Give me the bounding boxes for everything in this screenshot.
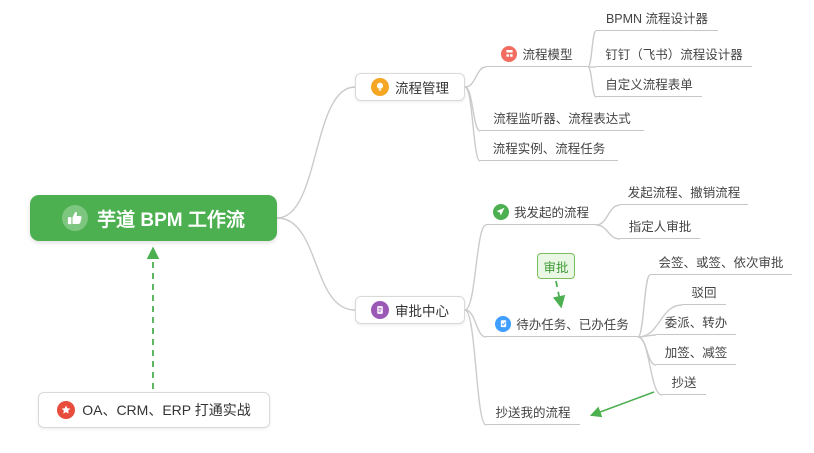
node-practice-note[interactable]: OA、CRM、ERP 打通实战 bbox=[38, 392, 270, 428]
approval-to-todo-arrow bbox=[552, 280, 566, 309]
node-root[interactable]: 芋道 BPM 工作流 bbox=[30, 195, 277, 241]
clipboard-check-icon bbox=[495, 315, 512, 332]
node-dingtalk-designer[interactable]: 钉钉（飞书）流程设计器 bbox=[596, 41, 752, 67]
node-instance-task[interactable]: 流程实例、流程任务 bbox=[480, 135, 618, 161]
node-process-model[interactable]: 流程模型 bbox=[486, 41, 588, 67]
node-process-management[interactable]: 流程管理 bbox=[355, 73, 465, 101]
node-label: 自定义流程表单 bbox=[605, 78, 693, 92]
node-label: 指定人审批 bbox=[628, 220, 692, 234]
bulb-icon bbox=[371, 78, 389, 96]
node-approval-center[interactable]: 审批中心 bbox=[355, 296, 465, 324]
approval-badge[interactable]: 审批 bbox=[537, 253, 575, 279]
node-reject[interactable]: 驳回 bbox=[682, 279, 726, 305]
node-label: 委派、转办 bbox=[664, 316, 728, 330]
model-icon bbox=[501, 45, 518, 62]
node-bpmn-designer[interactable]: BPMN 流程设计器 bbox=[596, 5, 718, 31]
cc-to-cc-my-process-arrow bbox=[589, 391, 655, 418]
node-delegate-transfer[interactable]: 委派、转办 bbox=[656, 309, 736, 335]
node-my-initiated-process[interactable]: 我发起的流程 bbox=[486, 199, 596, 225]
node-label: 钉钉（飞书）流程设计器 bbox=[605, 48, 743, 62]
node-label: 抄送我的流程 bbox=[495, 406, 571, 420]
node-label: 驳回 bbox=[691, 286, 717, 300]
node-listener-expression[interactable]: 流程监听器、流程表达式 bbox=[480, 105, 644, 131]
node-label: 抄送 bbox=[671, 376, 697, 390]
root-label: 芋道 BPM 工作流 bbox=[97, 209, 245, 231]
node-assignee-approval[interactable]: 指定人审批 bbox=[620, 213, 700, 239]
node-label: 流程监听器、流程表达式 bbox=[493, 112, 631, 126]
badge-label: 审批 bbox=[543, 260, 569, 275]
node-cc-my-process[interactable]: 抄送我的流程 bbox=[486, 399, 580, 425]
node-label: 我发起的流程 bbox=[513, 206, 589, 220]
node-label: 发起流程、撤销流程 bbox=[627, 186, 741, 200]
star-icon bbox=[57, 401, 76, 419]
node-label: 流程管理 bbox=[395, 81, 449, 96]
node-initiate-cancel[interactable]: 发起流程、撤销流程 bbox=[620, 179, 748, 205]
thumbs-up-icon bbox=[62, 205, 89, 231]
node-label: 会签、或签、依次审批 bbox=[658, 256, 784, 270]
note-label: OA、CRM、ERP 打通实战 bbox=[82, 402, 251, 418]
node-label: 待办任务、已办任务 bbox=[516, 318, 629, 332]
node-label: 流程实例、流程任务 bbox=[492, 142, 606, 156]
document-icon bbox=[371, 301, 389, 319]
node-countersign[interactable]: 会签、或签、依次审批 bbox=[650, 249, 792, 275]
node-cc[interactable]: 抄送 bbox=[662, 369, 706, 395]
node-label: BPMN 流程设计器 bbox=[605, 12, 709, 26]
send-icon bbox=[492, 203, 509, 220]
node-custom-form[interactable]: 自定义流程表单 bbox=[596, 71, 702, 97]
node-add-reduce-sign[interactable]: 加签、减签 bbox=[656, 339, 736, 365]
node-label: 流程模型 bbox=[522, 48, 573, 62]
node-label: 审批中心 bbox=[395, 304, 449, 319]
node-todo-done-task[interactable]: 待办任务、已办任务 bbox=[486, 311, 638, 337]
node-label: 加签、减签 bbox=[664, 346, 728, 360]
